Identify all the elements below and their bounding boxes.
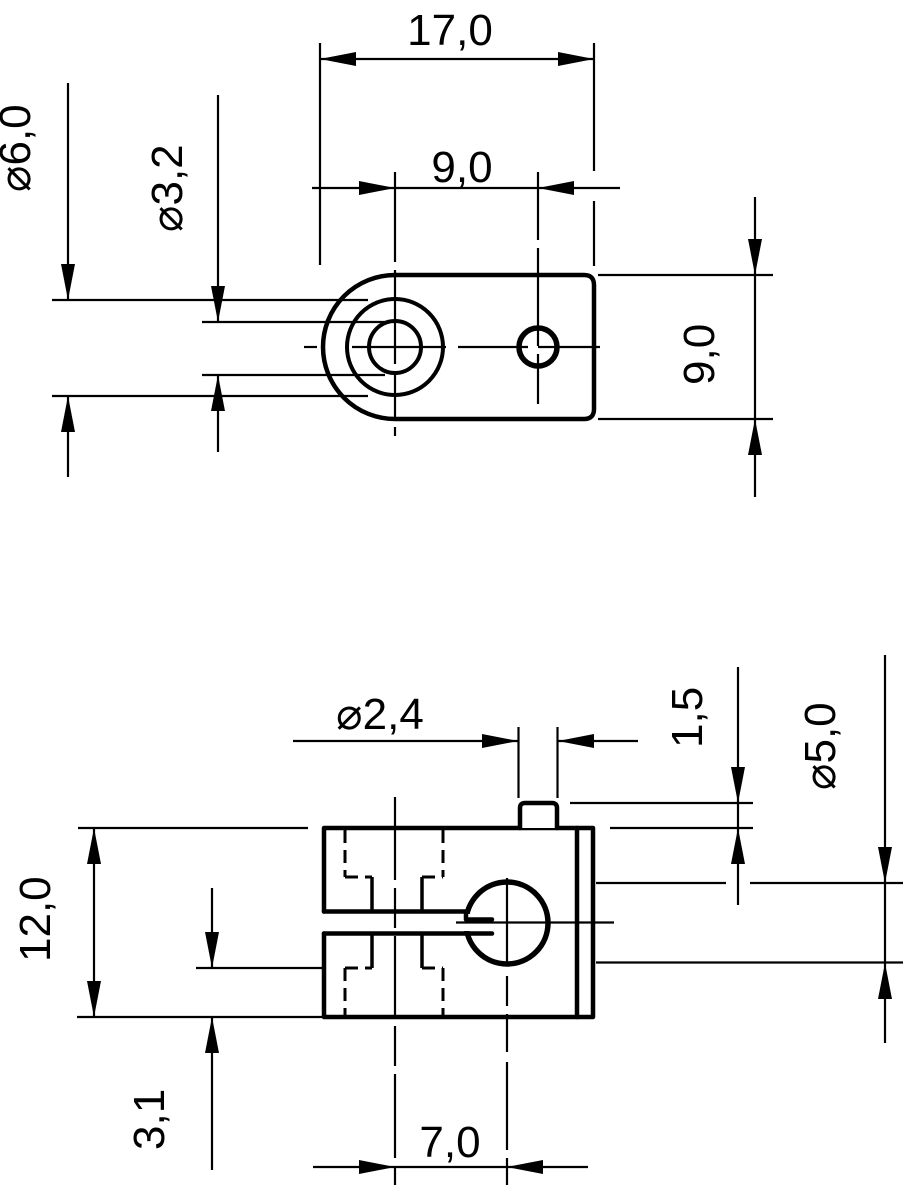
dim-pin-height: 1,5 (570, 667, 753, 905)
dim-label-pin-dia: ⌀2,4 (336, 690, 424, 739)
dim-label-ball-dia: ⌀5,0 (796, 702, 845, 790)
dim-body-height: 12,0 (11, 826, 322, 1019)
dim-label-top-body-height: 9,0 (675, 324, 724, 385)
dim-eyelet-outer-dia: ⌀6,0 (0, 83, 368, 477)
dim-label-eyelet-inner-dia: ⌀3,2 (143, 144, 192, 232)
dim-label-hole-spacing: 9,0 (431, 143, 492, 192)
front-view: ⌀2,4 1,5 ⌀5,0 12,0 (11, 655, 903, 1185)
dim-label-body-height: 12,0 (11, 876, 60, 962)
hidden-lines (343, 830, 445, 1016)
dim-label-eyelet-outer-dia: ⌀6,0 (0, 104, 40, 192)
top-view-center-lines (304, 172, 600, 436)
front-view-center-lines (393, 797, 614, 1185)
pin-outline (517, 800, 560, 831)
dim-label-pin-height: 1,5 (663, 687, 712, 748)
dim-pin-dia: ⌀2,4 (293, 690, 638, 798)
dim-label-total-width: 17,0 (407, 6, 493, 55)
dim-label-ball-offset: 7,0 (419, 1118, 480, 1167)
dim-eyelet-inner-dia: ⌀3,2 (143, 95, 385, 452)
dim-ball-offset: 7,0 (313, 1118, 588, 1174)
dim-hole-spacing: 9,0 (312, 143, 620, 195)
top-view: 17,0 9,0 ⌀6,0 ⌀3,2 (0, 6, 773, 497)
dim-ball-dia: ⌀5,0 (596, 655, 903, 1043)
dim-label-foot-height: 3,1 (125, 1089, 174, 1150)
dim-top-body-height: 9,0 (598, 197, 773, 497)
dim-total-width: 17,0 (318, 6, 596, 266)
dim-foot-height: 3,1 (125, 888, 322, 1170)
